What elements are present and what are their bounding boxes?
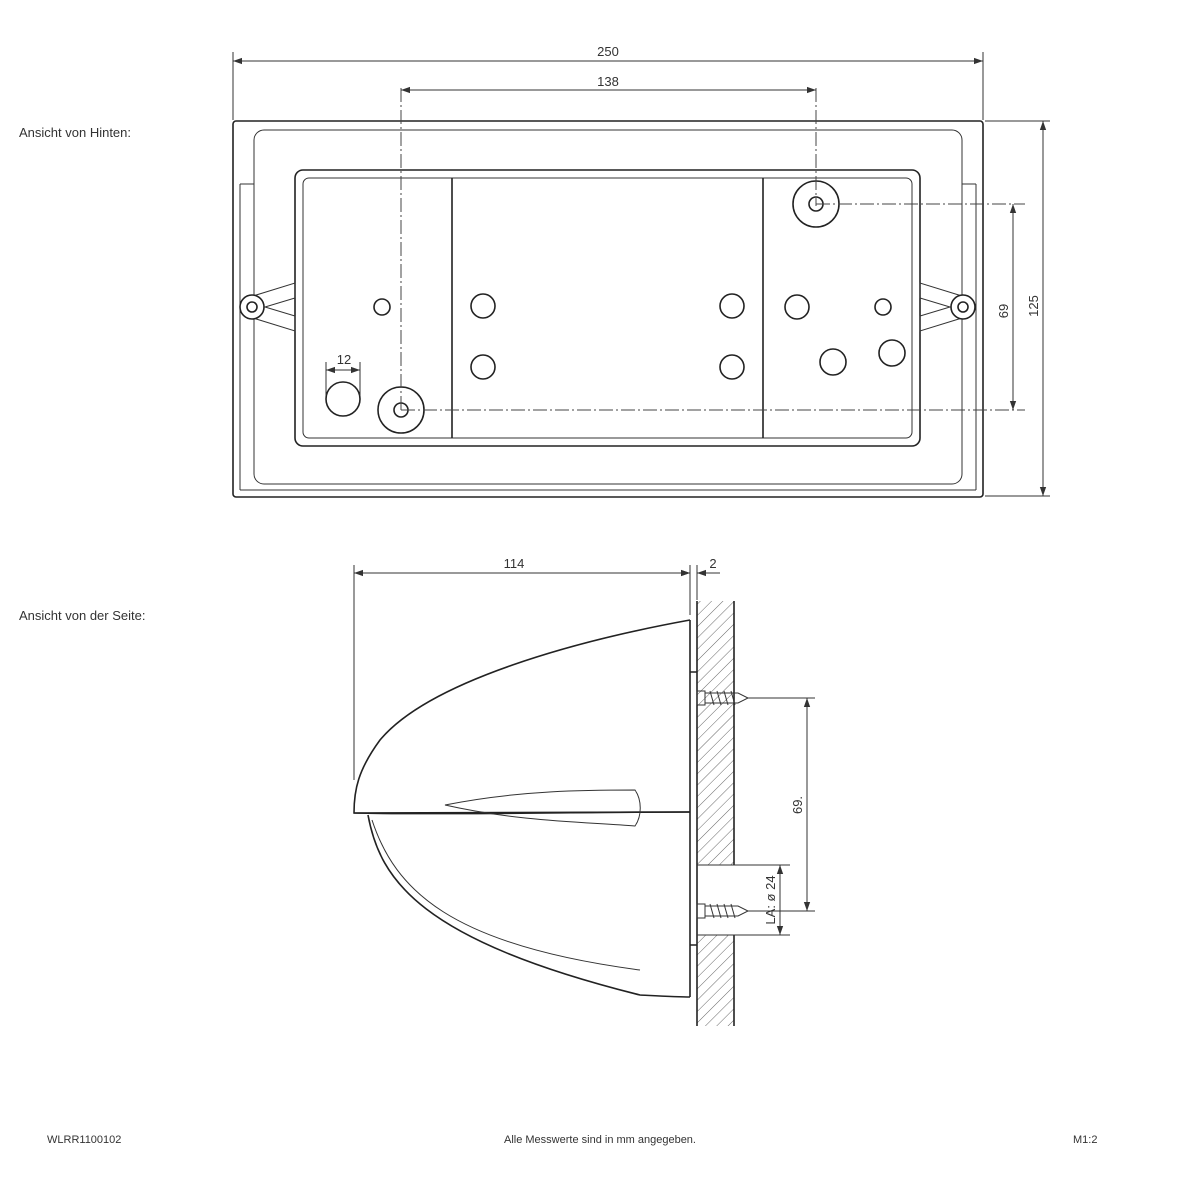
small-hole	[874, 298, 892, 316]
hole	[878, 339, 906, 367]
back-view-label: Ansicht von Hinten:	[19, 125, 132, 140]
side-view-label: Ansicht von der Seite:	[19, 608, 146, 623]
luminaire-hood	[353, 619, 691, 815]
dim-side-spacing: 69.	[790, 796, 805, 814]
cable-entry-hole	[325, 381, 361, 417]
back-view: 250 138 125 69 12	[232, 44, 1050, 498]
screw-lower	[696, 903, 750, 919]
housing-outline	[232, 120, 984, 498]
diffuser-edge	[371, 819, 641, 971]
side-view: 114 2 69. LA: ø 24	[353, 556, 815, 1026]
wall-section-upper	[697, 601, 734, 865]
dim-hole-diameter: 12	[337, 352, 351, 367]
hole	[719, 354, 745, 380]
dim-vertical-spacing: 69	[996, 304, 1011, 318]
units-note: Alle Messwerte sind in mm angegeben.	[504, 1134, 696, 1146]
dim-total-width: 250	[597, 44, 619, 59]
dim-hole-spacing: 138	[597, 74, 619, 89]
dim-outlet: LA: ø 24	[763, 875, 778, 924]
left-clip	[239, 282, 296, 332]
hole	[470, 293, 496, 319]
hole	[784, 294, 810, 320]
dim-depth: 114	[504, 556, 525, 571]
light-reflection	[444, 789, 641, 827]
mounting-plate-side	[690, 671, 697, 946]
wall-section-lower	[697, 935, 734, 1026]
scale-label: M1:2	[1073, 1134, 1098, 1146]
screw-upper	[696, 690, 750, 706]
mounting-plate-inner	[302, 177, 913, 439]
dim-height: 125	[1026, 295, 1041, 317]
mounting-plate-outer	[294, 169, 921, 447]
hole	[719, 293, 745, 319]
luminaire-front	[367, 814, 691, 998]
product-code: WLRR1100102	[47, 1134, 122, 1146]
dim-plate-offset: 2	[709, 556, 716, 571]
housing-inner-rim	[253, 129, 963, 485]
small-hole	[373, 298, 391, 316]
hole	[470, 354, 496, 380]
right-clip	[919, 282, 976, 332]
hole	[819, 348, 847, 376]
